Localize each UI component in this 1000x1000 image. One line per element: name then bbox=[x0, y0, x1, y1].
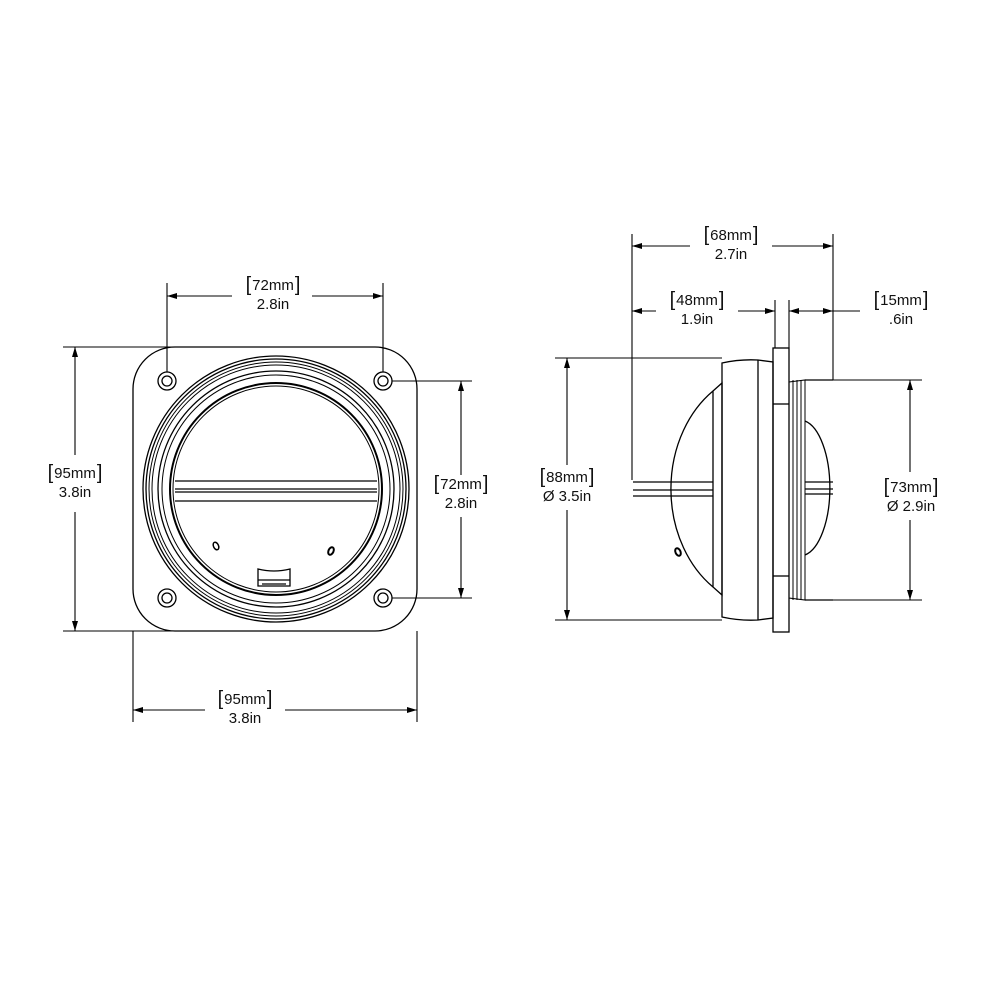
dim-side-bezel-diameter: 88mm Ø 3.5in bbox=[528, 468, 606, 506]
dim-in-value: 1.9in bbox=[680, 311, 714, 328]
side-dimensions bbox=[555, 234, 922, 621]
dim-mm-value: 15mm bbox=[862, 291, 940, 310]
dim-in-value: 2.8in bbox=[256, 296, 290, 313]
lubber-bar bbox=[175, 480, 377, 502]
dim-in-value: 2.7in bbox=[714, 246, 748, 263]
dim-in-value: .6in bbox=[888, 311, 914, 328]
bottom-tab bbox=[257, 568, 291, 587]
front-view bbox=[132, 346, 418, 632]
dim-in-value: 2.8in bbox=[422, 494, 500, 513]
flange bbox=[772, 347, 790, 633]
screw-right bbox=[327, 546, 335, 556]
dim-mm-value: 48mm bbox=[658, 291, 736, 310]
dim-mm-value: 95mm bbox=[206, 690, 284, 709]
dim-mm-value: 72mm bbox=[422, 475, 500, 494]
dim-mm-value: 95mm bbox=[36, 464, 114, 483]
dim-side-rear-depth: 15mm .6in bbox=[862, 291, 940, 329]
bezel-rings bbox=[142, 355, 410, 623]
dim-mm-value: 73mm bbox=[872, 478, 950, 497]
dim-mm-value: 88mm bbox=[528, 468, 606, 487]
dim-side-overall-depth: 68mm 2.7in bbox=[692, 226, 770, 264]
dim-side-front-depth: 48mm 1.9in bbox=[658, 291, 736, 329]
dim-side-thread-diameter: 73mm Ø 2.9in bbox=[872, 478, 950, 516]
dim-in-value: 3.8in bbox=[228, 710, 262, 727]
dim-front-hole-spacing-horizontal: 72mm 2.8in bbox=[234, 276, 312, 314]
dim-front-overall-height: 95mm 3.8in bbox=[36, 464, 114, 502]
side-view bbox=[633, 347, 833, 633]
dim-in-value: Ø 3.5in bbox=[528, 487, 606, 506]
dim-mm-value: 68mm bbox=[692, 226, 770, 245]
dim-front-hole-spacing-vertical: 72mm 2.8in bbox=[422, 475, 500, 513]
front-dimensions bbox=[63, 283, 472, 722]
dim-front-overall-width: 95mm 3.8in bbox=[206, 690, 284, 728]
bezel bbox=[721, 359, 774, 621]
dim-mm-value: 72mm bbox=[234, 276, 312, 295]
dome bbox=[670, 390, 714, 588]
screw-left bbox=[212, 541, 220, 551]
thread bbox=[788, 379, 806, 601]
dim-in-value: Ø 2.9in bbox=[872, 497, 950, 516]
dim-in-value: 3.8in bbox=[36, 483, 114, 502]
mounting-plate bbox=[132, 346, 418, 632]
